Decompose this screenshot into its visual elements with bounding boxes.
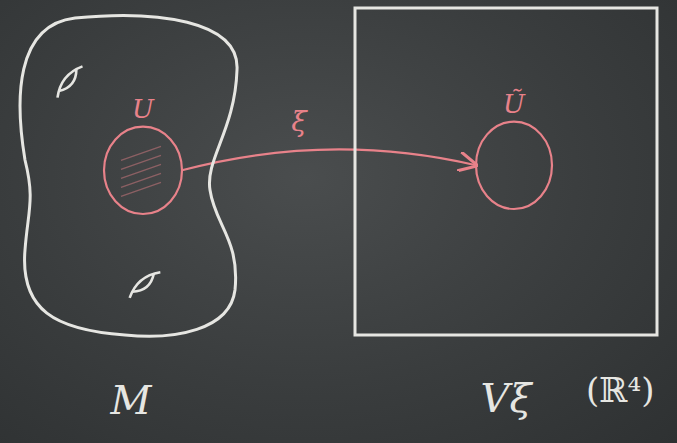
hatch bbox=[121, 182, 161, 196]
node-label: Ũ bbox=[503, 90, 525, 119]
hatch bbox=[121, 155, 161, 169]
node-label: U bbox=[132, 95, 154, 124]
square-outline bbox=[355, 8, 657, 335]
outline bbox=[15, 10, 247, 422]
space-note: (ℝ⁴) bbox=[586, 372, 654, 409]
image-set-circle: Ũ bbox=[472, 90, 556, 212]
open-set-circle: U bbox=[100, 95, 186, 217]
handle-hole bbox=[126, 268, 162, 300]
circle-outline bbox=[476, 122, 552, 209]
vector-space-box: Vξ Ũ bbox=[350, 5, 662, 420]
node-label: Vξ bbox=[481, 376, 532, 420]
manifold-outline bbox=[20, 16, 237, 337]
node-label: M bbox=[111, 378, 152, 422]
manifold-region: MU bbox=[15, 10, 247, 422]
handle-hole bbox=[53, 63, 85, 100]
map-label: ξ bbox=[291, 107, 306, 138]
circle-outline bbox=[104, 127, 182, 214]
outline bbox=[350, 5, 662, 420]
hatch bbox=[121, 173, 161, 187]
map-arrow bbox=[182, 149, 476, 170]
hatch bbox=[121, 164, 161, 178]
hatch bbox=[121, 146, 161, 160]
